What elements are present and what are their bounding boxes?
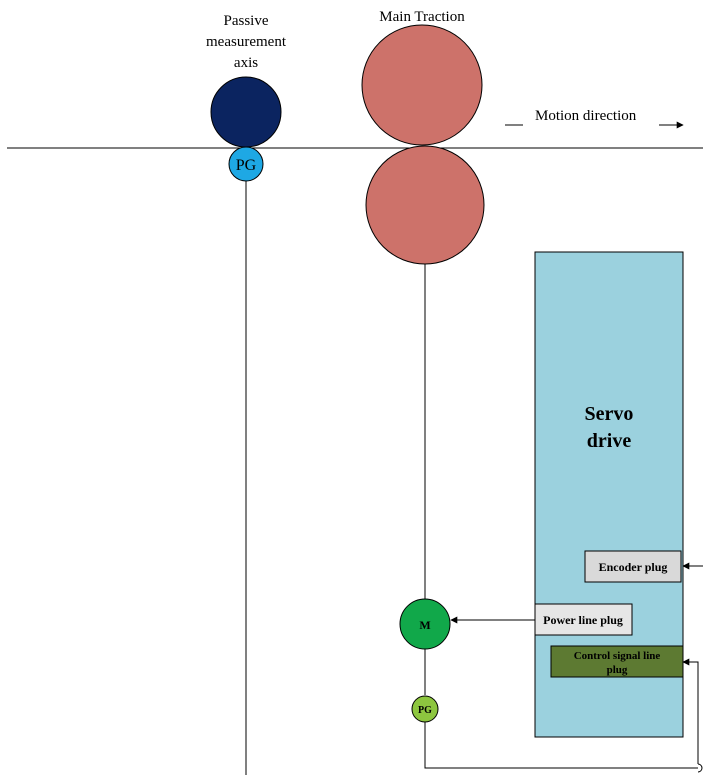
control-signal-plug-label-1: Control signal line xyxy=(574,650,661,662)
servo-drive-label-2: drive xyxy=(587,430,632,452)
main-traction-lower-roller xyxy=(365,145,485,265)
pg-bottom-label: PG xyxy=(418,705,432,716)
passive-axis-label-2: measurement xyxy=(206,34,287,50)
control-signal-plug-label-2: plug xyxy=(607,664,628,676)
servo-drive-label-1: Servo xyxy=(585,403,634,425)
power-line-plug-label: Power line plug xyxy=(543,613,623,627)
pg-top-encoder xyxy=(228,146,264,182)
encoder-plug-label: Encoder plug xyxy=(599,560,668,574)
passive-axis-label-3: axis xyxy=(234,55,258,71)
pg-top-label: PG xyxy=(236,157,257,174)
passive-measurement-roller xyxy=(210,76,282,148)
wire-crossover xyxy=(697,763,703,773)
motion-direction-label: Motion direction xyxy=(535,108,637,124)
main-traction-upper-roller xyxy=(361,24,483,146)
passive-axis-label-1: Passive xyxy=(224,13,269,29)
encoder-plug-box xyxy=(584,550,682,583)
main-traction-label: Main Traction xyxy=(379,9,465,25)
power-line-plug-box xyxy=(534,603,633,636)
pg-feedback-wire xyxy=(424,722,698,769)
control-signal-wire xyxy=(682,658,699,764)
motor-label: M xyxy=(419,618,430,632)
